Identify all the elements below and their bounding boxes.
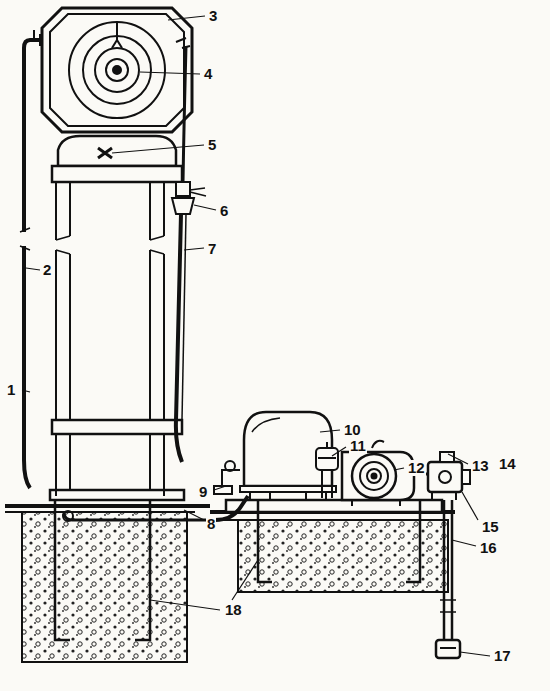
callout-number: 5 [207,137,217,153]
callout-number: 6 [219,203,229,219]
callout-number: 9 [198,484,208,500]
callout-number: 14 [498,456,517,472]
callout-number: 11 [349,438,367,454]
callout-number: 15 [481,519,500,535]
callout-number: 3 [208,8,218,24]
callout-number: 8 [206,516,216,532]
callout-number: 18 [224,602,243,618]
callout-number: 12 [407,460,426,476]
callout-number: 10 [343,422,362,438]
callout-number: 1 [6,382,16,398]
callout-number: 4 [203,66,213,82]
callout-number: 16 [479,540,498,556]
callout-number: 7 [207,241,217,257]
callout-number: 17 [493,648,512,664]
callout-number: 13 [471,458,490,474]
callout-number: 2 [42,262,52,278]
